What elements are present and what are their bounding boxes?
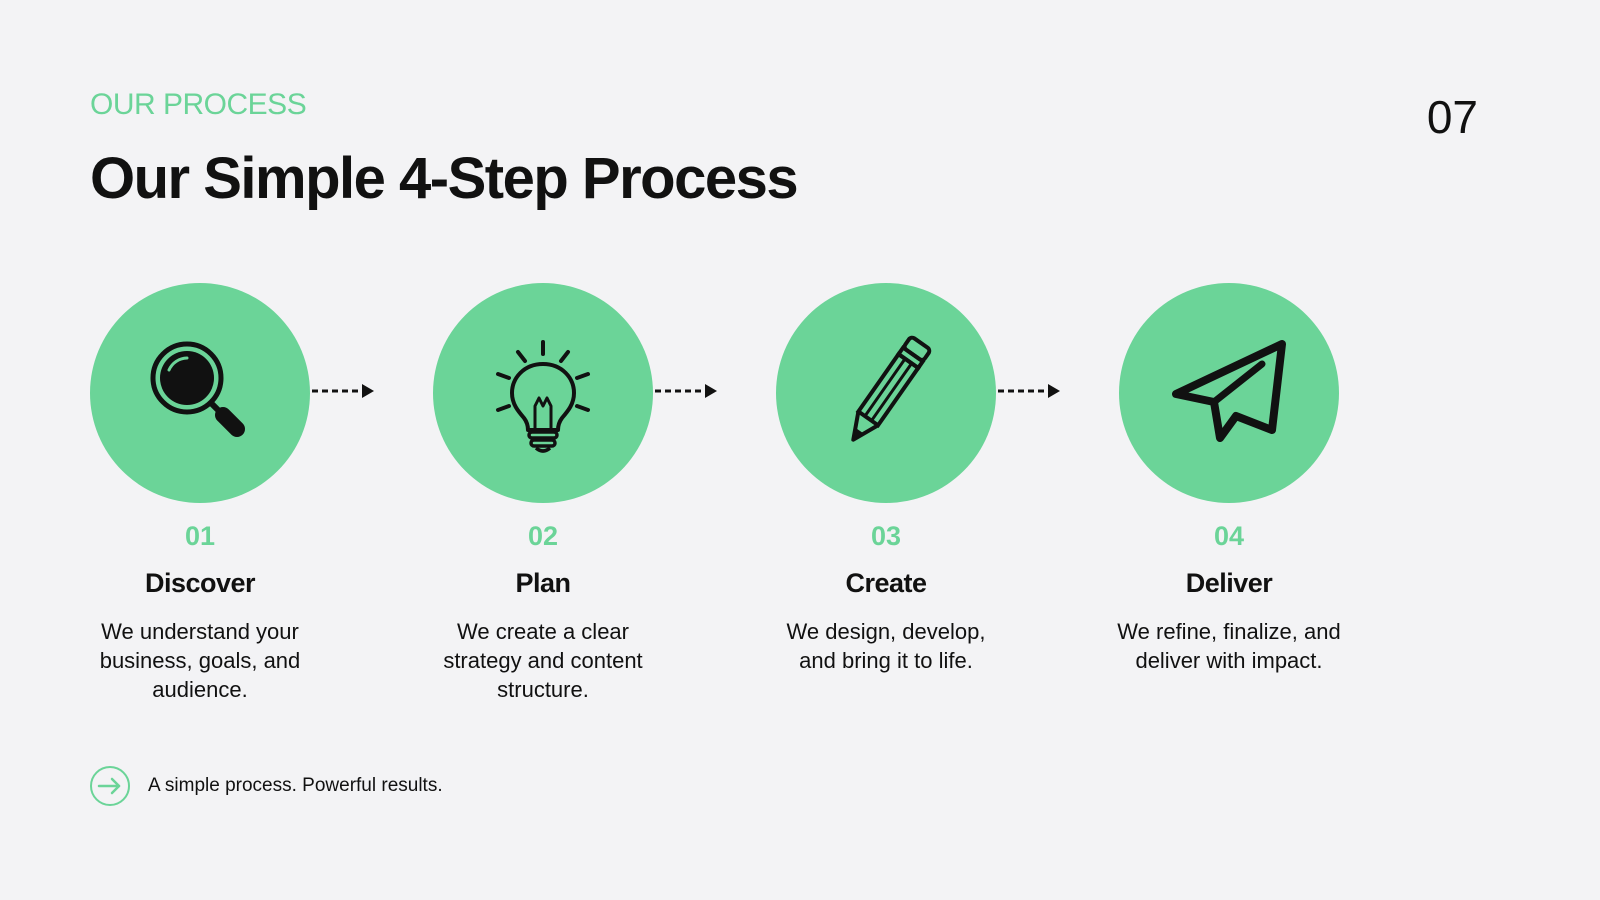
step-icon-circle bbox=[90, 283, 310, 503]
arrow-right-circle-icon bbox=[90, 766, 130, 806]
page-title: Our Simple 4-Step Process bbox=[90, 146, 799, 211]
step-plan: 02 Plan We create a clear strategy and c… bbox=[393, 283, 693, 704]
step-number: 02 bbox=[527, 521, 559, 551]
arrow-right-icon bbox=[97, 777, 121, 795]
step-title: Discover bbox=[144, 568, 256, 598]
step-description: We design, develop, and bring it to life… bbox=[786, 619, 986, 673]
step-number: 01 bbox=[184, 521, 216, 551]
dashed-arrow-icon bbox=[312, 384, 374, 398]
dashed-arrow-icon bbox=[655, 384, 717, 398]
step-description: We create a clear strategy and content s… bbox=[443, 619, 643, 702]
step-create: 03 Create We design, develop, and bring … bbox=[736, 283, 1036, 675]
magnifying-glass-icon bbox=[150, 341, 245, 437]
dashed-arrow-icon bbox=[998, 384, 1060, 398]
paper-plane-icon bbox=[1172, 340, 1286, 442]
step-title: Deliver bbox=[1185, 568, 1273, 598]
lightbulb-icon bbox=[496, 340, 590, 453]
footer-tagline: A simple process. Powerful results. bbox=[148, 775, 443, 796]
step-description: We refine, finalize, and deliver with im… bbox=[1117, 619, 1341, 673]
pencil-icon bbox=[851, 335, 932, 442]
step-discover: 01 Discover We understand your business,… bbox=[50, 283, 350, 704]
step-title: Plan bbox=[515, 568, 571, 598]
step-icon-circle bbox=[1119, 283, 1339, 503]
step-icon-circle bbox=[776, 283, 996, 503]
step-description: We understand your business, goals, and … bbox=[99, 619, 301, 702]
step-deliver: 04 Deliver We refine, finalize, and deli… bbox=[1079, 283, 1379, 675]
page-number: 07 bbox=[1426, 91, 1478, 143]
eyebrow-label: OUR PROCESS bbox=[90, 88, 307, 121]
step-number: 03 bbox=[870, 521, 902, 551]
footer: A simple process. Powerful results. bbox=[90, 766, 443, 806]
step-icon-circle bbox=[433, 283, 653, 503]
step-number: 04 bbox=[1213, 521, 1245, 551]
step-title: Create bbox=[845, 568, 927, 598]
